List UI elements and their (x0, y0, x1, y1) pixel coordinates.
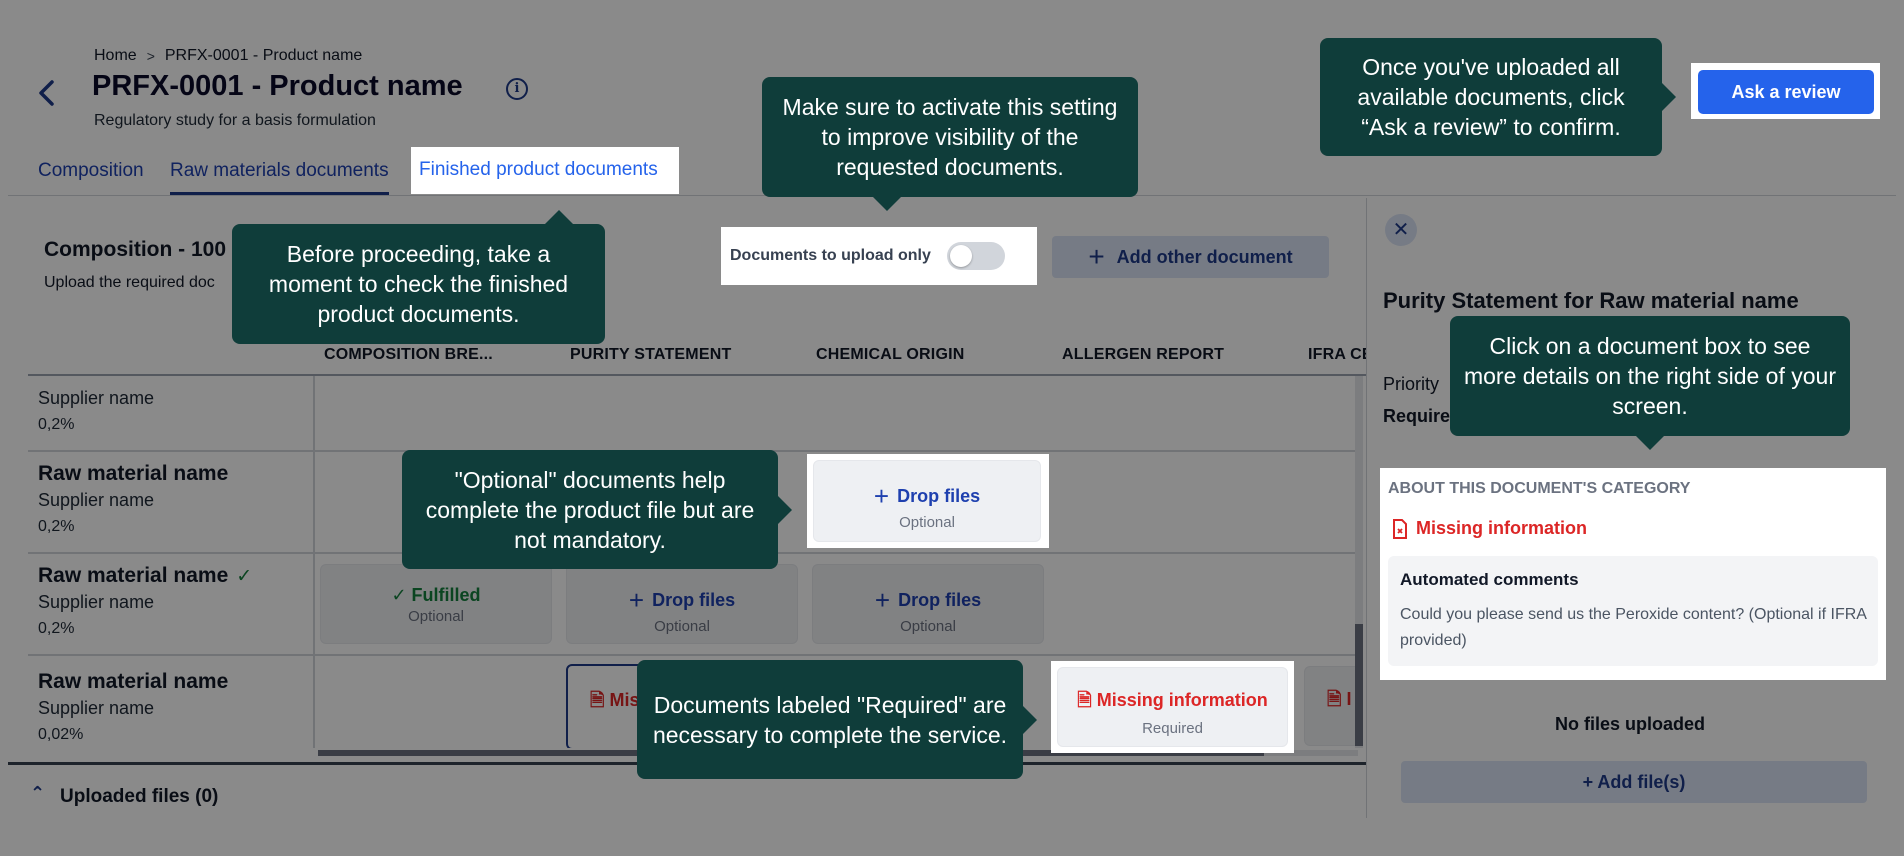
page-subtitle: Regulatory study for a basis formulation (94, 112, 376, 129)
tooltip-optional-docs: "Optional" documents help complete the p… (402, 450, 792, 569)
material-percent: 0,02% (38, 726, 84, 743)
document-cell[interactable]: 🗎 I (1304, 666, 1362, 746)
plus-icon: + (628, 585, 645, 615)
document-cell[interactable]: 🗎 Missing information Required (1057, 667, 1288, 747)
tooltip-finished-product: Before proceeding, take a moment to chec… (232, 210, 605, 344)
breadcrumb: Home > PRFX-0001 - Product name (94, 47, 362, 65)
comments-title: Automated comments (1400, 570, 1579, 589)
plus-icon: + (873, 481, 890, 511)
tab-composition[interactable]: Composition (38, 160, 144, 181)
raw-material-name: Raw material name (38, 670, 229, 693)
missing-information-status: Missing information (1392, 518, 1587, 539)
plus-icon: + (874, 585, 891, 615)
check-icon: ✓ (236, 566, 253, 587)
tooltip-arrow (778, 496, 792, 524)
missing-document-icon (1393, 518, 1407, 539)
section-title: Composition - 100 (44, 238, 227, 261)
tooltip-arrow (873, 197, 901, 211)
caret-up-icon[interactable]: ⌃ (30, 783, 46, 803)
raw-material-name: Raw material name✓ (38, 564, 253, 587)
material-percent: 0,2% (38, 416, 75, 433)
column-header-composition[interactable]: COMPOSITION BRE... (324, 346, 493, 363)
documents-to-upload-toggle-area[interactable]: Documents to upload only (721, 227, 1037, 285)
ask-review-highlight: Ask a review (1691, 63, 1880, 119)
raw-material-name: Raw material name (38, 462, 229, 485)
uploaded-files-label: Uploaded files (0) (60, 786, 219, 807)
close-icon[interactable]: ✕ (1385, 214, 1417, 246)
tab-label: Finished product documents (419, 159, 658, 180)
tab-raw-materials-documents[interactable]: Raw materials documents (170, 160, 389, 195)
document-cell[interactable]: +Drop files Optional (813, 460, 1041, 542)
required-cell-highlight: 🗎 Missing information Required (1051, 661, 1294, 753)
panel-priority: Priority (1383, 374, 1440, 394)
column-header-ifra[interactable]: IFRA CE (1308, 346, 1373, 363)
optional-cell-highlight: +Drop files Optional (807, 454, 1049, 548)
tooltip-arrow (545, 210, 573, 224)
section-subtitle: Upload the required doc (44, 274, 215, 291)
add-other-document-button[interactable]: + Add other document (1052, 236, 1329, 278)
grid-divider (313, 376, 315, 748)
column-header-chemical-origin[interactable]: CHEMICAL ORIGIN (816, 346, 965, 363)
tooltip-document-box: Click on a document box to see more deta… (1450, 316, 1850, 450)
vertical-scrollbar[interactable] (1355, 376, 1363, 748)
tooltip-arrow (1636, 436, 1664, 450)
chevron-right-icon: > (146, 48, 155, 64)
missing-document-icon: 🗎 (1077, 690, 1097, 710)
plus-icon: + (1088, 241, 1105, 272)
missing-document-icon: 🗎 (1327, 689, 1347, 709)
document-cell[interactable]: +Drop files Optional (812, 564, 1044, 644)
check-icon: ✓ (391, 585, 412, 605)
about-title: ABOUT THIS DOCUMENT'S CATEGORY (1388, 480, 1691, 497)
column-header-purity-statement[interactable]: PURITY STATEMENT (570, 346, 732, 363)
toggle-knob (949, 245, 972, 267)
info-icon[interactable]: i (506, 78, 528, 100)
material-percent: 0,2% (38, 620, 75, 637)
table-row: Raw material name✓ Supplier name 0,2% ✓ … (28, 554, 1362, 656)
page-title: PRFX-0001 - Product name (92, 70, 463, 102)
material-percent: 0,2% (38, 518, 75, 535)
tooltip-ask-review: Once you've uploaded all available docum… (1320, 38, 1676, 156)
tooltip-required-docs: Documents labeled "Required" are necessa… (637, 660, 1037, 779)
documents-to-upload-toggle[interactable] (946, 242, 1005, 270)
supplier-name: Supplier name (38, 592, 155, 612)
no-files-text: No files uploaded (1554, 714, 1705, 734)
tooltip-toggle-setting: Make sure to activate this setting to im… (762, 77, 1138, 211)
document-cell[interactable]: +Drop files Optional (566, 564, 798, 644)
breadcrumb-current: PRFX-0001 - Product name (164, 47, 363, 64)
panel-title: Purity Statement for Raw material name (1383, 288, 1799, 313)
toggle-label: Documents to upload only (730, 247, 931, 264)
tab-finished-product-documents[interactable]: Finished product documents (411, 147, 679, 194)
supplier-name: Supplier name (38, 388, 155, 408)
scrollbar-thumb[interactable] (1355, 624, 1363, 746)
back-arrow-icon[interactable] (34, 76, 60, 110)
document-cell[interactable]: ✓ Fulfilled Optional (320, 564, 552, 644)
missing-document-icon: 🗎 (590, 690, 610, 710)
about-category-section: ABOUT THIS DOCUMENT'S CATEGORY Missing i… (1380, 468, 1886, 680)
breadcrumb-home[interactable]: Home (94, 47, 137, 64)
tooltip-arrow (1023, 706, 1037, 734)
column-headers: COMPOSITION BRE... PURITY STATEMENT CHEM… (28, 336, 1373, 376)
supplier-name: Supplier name (38, 698, 155, 718)
panel-required: Require (1383, 406, 1451, 426)
supplier-name: Supplier name (38, 490, 155, 510)
ask-review-button[interactable]: Ask a review (1698, 70, 1874, 114)
add-files-button[interactable]: + Add file(s) (1401, 761, 1867, 803)
column-header-allergen-report[interactable]: ALLERGEN REPORT (1062, 346, 1225, 363)
comments-text: Could you please send us the Peroxide co… (1400, 606, 1867, 649)
tooltip-arrow (1662, 83, 1676, 111)
automated-comments-box: Automated comments Could you please send… (1388, 556, 1878, 666)
add-other-document-label: Add other document (1116, 246, 1293, 267)
